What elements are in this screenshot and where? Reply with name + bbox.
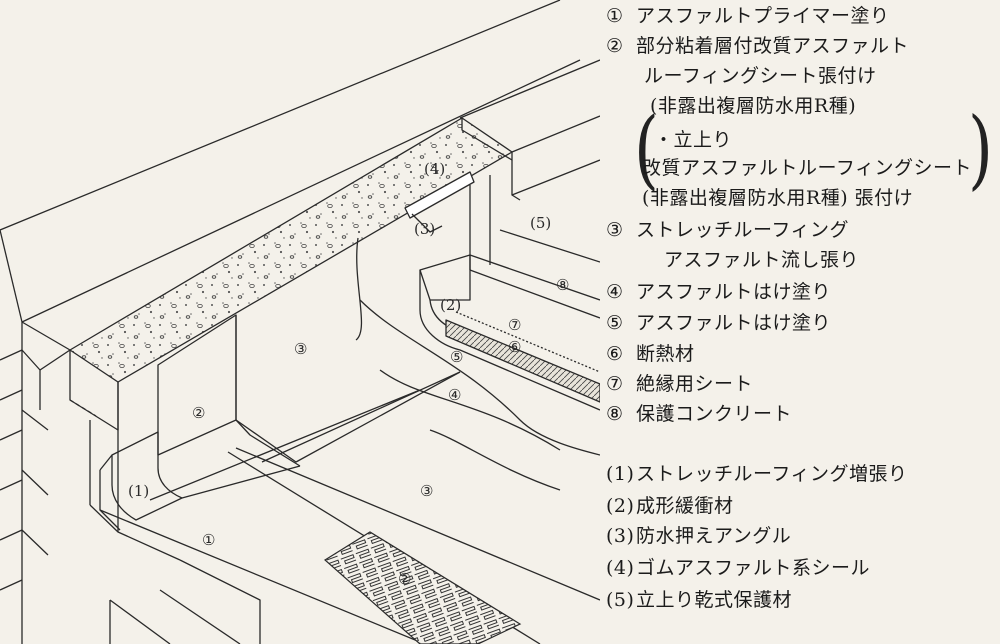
legend-sub-1: (1)ストレッチルーフィング増張り — [606, 463, 908, 485]
label-p4: (4) — [424, 160, 445, 178]
legend-item-2-line3: (非露出複層防水用R種) — [650, 95, 857, 117]
label-c3a: ③ — [294, 340, 307, 358]
label-c2a: ② — [192, 404, 205, 422]
legend-sub-5: (5)立上り乾式保護材 — [606, 589, 793, 611]
bracket-right: ) — [968, 100, 993, 200]
label-p5: (5) — [530, 214, 551, 232]
legend-item-3-line2: アスファルト流し張り — [664, 249, 860, 271]
legend-item-2-line2: ルーフィングシート張付け — [644, 65, 877, 87]
woven-reinforcement-strip — [323, 531, 522, 644]
label-c2b: ② — [398, 570, 411, 588]
label-c4: ④ — [448, 386, 461, 404]
label-c1: ① — [202, 531, 215, 549]
label-c3b: ③ — [420, 482, 433, 500]
insulation-layer — [445, 319, 600, 403]
legend-upstand-line2: 改質アスファルトルーフィングシート — [642, 157, 972, 179]
legend-upstand-line1: ・立上り — [654, 129, 733, 151]
label-c8: ⑧ — [556, 276, 569, 294]
label-c7: ⑦ — [508, 316, 521, 334]
label-p1: (1) — [128, 482, 149, 500]
legend-sub-4: (4)ゴムアスファルト系シール — [606, 557, 871, 579]
waterproofing-detail-drawing: ① ② ② ③ ③ ④ ⑤ ⑥ ⑦ ⑧ (1) (2) (3) (4) (5) — [0, 0, 600, 644]
bracket-left: ( — [634, 100, 659, 200]
concrete-coping — [69, 117, 513, 383]
parapet-outer-edge — [0, 0, 561, 231]
label-c6: ⑥ — [508, 338, 521, 356]
legend-upstand-line3: (非露出複層防水用R種) 張付け — [642, 187, 914, 209]
label-p3: (3) — [414, 220, 435, 238]
label-p2: (2) — [440, 296, 461, 314]
label-c5: ⑤ — [450, 348, 463, 366]
legend-sub-3: (3)防水押えアングル — [606, 525, 792, 547]
legend-sub-2: (2)成形緩衝材 — [606, 495, 734, 517]
